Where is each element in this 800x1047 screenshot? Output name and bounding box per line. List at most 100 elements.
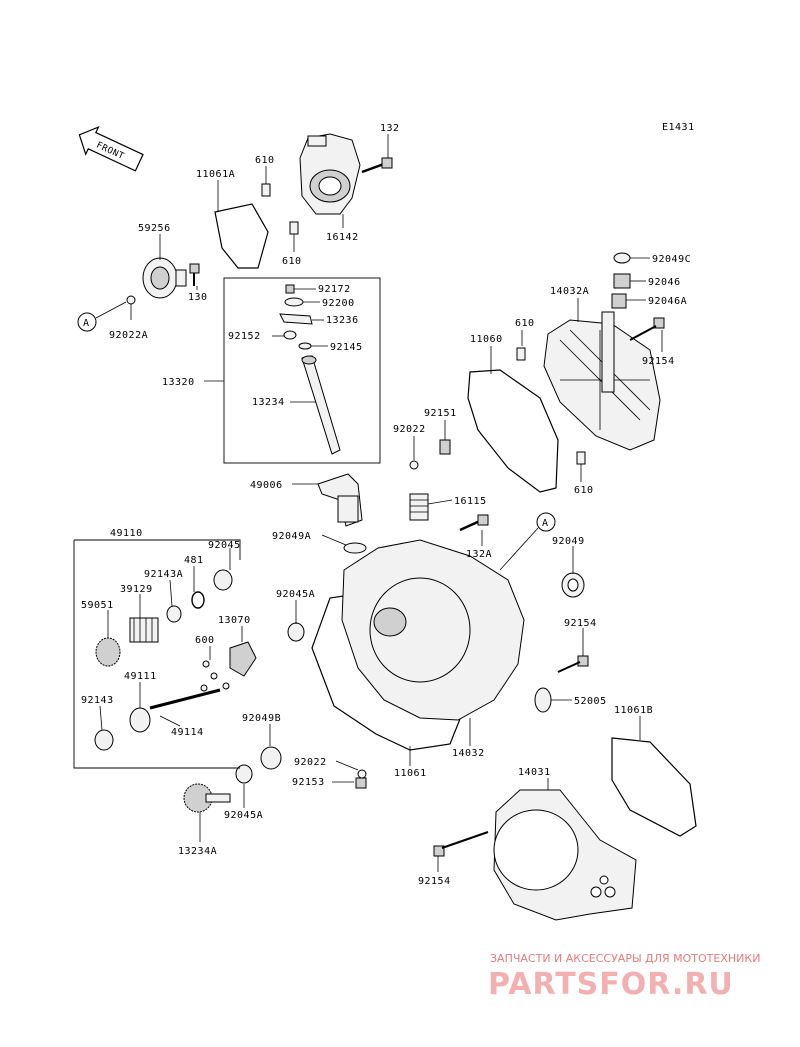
- label-14031: 14031: [518, 767, 551, 778]
- watermark-logo: PARTSFOR.RU: [488, 967, 734, 1002]
- label-92022A: 92022A: [109, 330, 148, 341]
- screw-92172: [285, 284, 295, 294]
- label-92022-a: 92022: [393, 424, 426, 435]
- impeller-13070: [229, 641, 257, 677]
- label-92049: 92049: [552, 536, 585, 547]
- label-92145: 92145: [330, 342, 363, 353]
- label-49006: 49006: [250, 480, 283, 491]
- label-59256: 59256: [138, 223, 171, 234]
- label-49111: 49111: [124, 671, 157, 682]
- bolt-130: [189, 263, 200, 286]
- governor-49006: [317, 473, 363, 527]
- spring-39129: [129, 617, 159, 643]
- holder-49114: [129, 707, 151, 733]
- bushing-92046: [613, 273, 631, 289]
- label-132: 132: [380, 123, 400, 134]
- label-92200: 92200: [322, 298, 355, 309]
- callout-a-left: A: [77, 301, 127, 332]
- assembly-box-49110: [73, 539, 241, 769]
- label-13236: 13236: [326, 315, 359, 326]
- label-92154-b: 92154: [564, 618, 597, 629]
- clip-481: [191, 591, 205, 609]
- label-16115: 16115: [454, 496, 487, 507]
- label-13234A: 13234A: [178, 846, 217, 857]
- washer-92022-b: [357, 769, 367, 779]
- label-39129: 39129: [120, 584, 153, 595]
- water-pump-cover-16142: [299, 133, 361, 215]
- watermark-tagline: ЗАПЧАСТИ И АКСЕССУАРЫ ДЛЯ МОТОТЕХНИКИ: [490, 952, 760, 965]
- label-610-a: 610: [255, 155, 275, 166]
- bolt-92151: [439, 439, 451, 455]
- bolt-92154-c: [433, 831, 489, 857]
- label-59051: 59051: [81, 600, 114, 611]
- plug-52005: [534, 687, 552, 713]
- seal-92045A-2: [235, 764, 253, 784]
- label-49110: 49110: [110, 528, 143, 539]
- label-92151: 92151: [424, 408, 457, 419]
- label-92153: 92153: [292, 777, 325, 788]
- label-16142: 16142: [326, 232, 359, 243]
- label-92045A-2: 92045A: [224, 810, 263, 821]
- gear-59051: [95, 637, 121, 667]
- bushing-92046A: [611, 293, 627, 309]
- assembly-box-13320: [223, 277, 381, 464]
- label-92154-a: 92154: [642, 356, 675, 367]
- label-92154-c: 92154: [418, 876, 451, 887]
- washer-92200: [284, 297, 304, 307]
- diagram-code: E1431: [662, 122, 695, 133]
- washer-92022-a: [409, 460, 419, 470]
- clutch-cover-body: [341, 539, 525, 721]
- label-610-b: 610: [282, 256, 302, 267]
- label-92046: 92046: [648, 277, 681, 288]
- front-arrow-icon: FRONT: [78, 125, 144, 172]
- fitting-16115: [409, 493, 429, 521]
- bolt-132: [361, 157, 393, 174]
- label-92045A-1: 92045A: [276, 589, 315, 600]
- seal-92049A: [343, 542, 367, 554]
- bolt-92154-b: [557, 655, 589, 673]
- callout-a-right: A: [499, 512, 556, 571]
- svg-text:A: A: [542, 518, 549, 529]
- label-92022-b: 92022: [294, 757, 327, 768]
- label-92049C: 92049C: [652, 254, 691, 265]
- gasket-11061A: [214, 203, 269, 269]
- label-600: 600: [195, 635, 215, 646]
- shaft-49111: [149, 688, 221, 710]
- clip-92145: [298, 342, 312, 350]
- ball-600: [200, 660, 230, 692]
- gasket-11061B: [611, 737, 697, 837]
- outer-cover-14031: [493, 789, 637, 921]
- seal-92045A-1: [287, 622, 305, 642]
- impeller-59256: [142, 257, 187, 299]
- label-92049B: 92049B: [242, 713, 281, 724]
- label-52005: 52005: [574, 696, 607, 707]
- shaft-13234: [301, 355, 341, 455]
- label-13320: 13320: [162, 377, 195, 388]
- label-13070: 13070: [218, 615, 251, 626]
- label-610-d: 610: [574, 485, 594, 496]
- label-132A: 132A: [466, 549, 492, 560]
- washer-92022A: [126, 295, 136, 305]
- bolt-92154-a: [629, 317, 665, 341]
- spring-92152: [283, 330, 297, 340]
- seal-92049: [561, 572, 585, 598]
- label-14032: 14032: [452, 748, 485, 759]
- label-92143A: 92143A: [144, 569, 183, 580]
- label-130: 130: [188, 292, 208, 303]
- label-11061A: 11061A: [196, 169, 235, 180]
- dowel-pin-610-a: [261, 183, 271, 197]
- label-11061: 11061: [394, 768, 427, 779]
- seal-92045: [213, 569, 233, 591]
- label-92152: 92152: [228, 331, 261, 342]
- lever-13236: [279, 313, 313, 325]
- dowel-pin-610-b: [289, 221, 299, 235]
- svg-text:A: A: [83, 318, 90, 329]
- label-14032A: 14032A: [550, 286, 589, 297]
- bolt-132A: [459, 514, 489, 532]
- label-92143: 92143: [81, 695, 114, 706]
- label-92172: 92172: [318, 284, 351, 295]
- label-92045: 92045: [208, 540, 241, 551]
- label-92046A: 92046A: [648, 296, 687, 307]
- seal-92049B: [260, 746, 282, 770]
